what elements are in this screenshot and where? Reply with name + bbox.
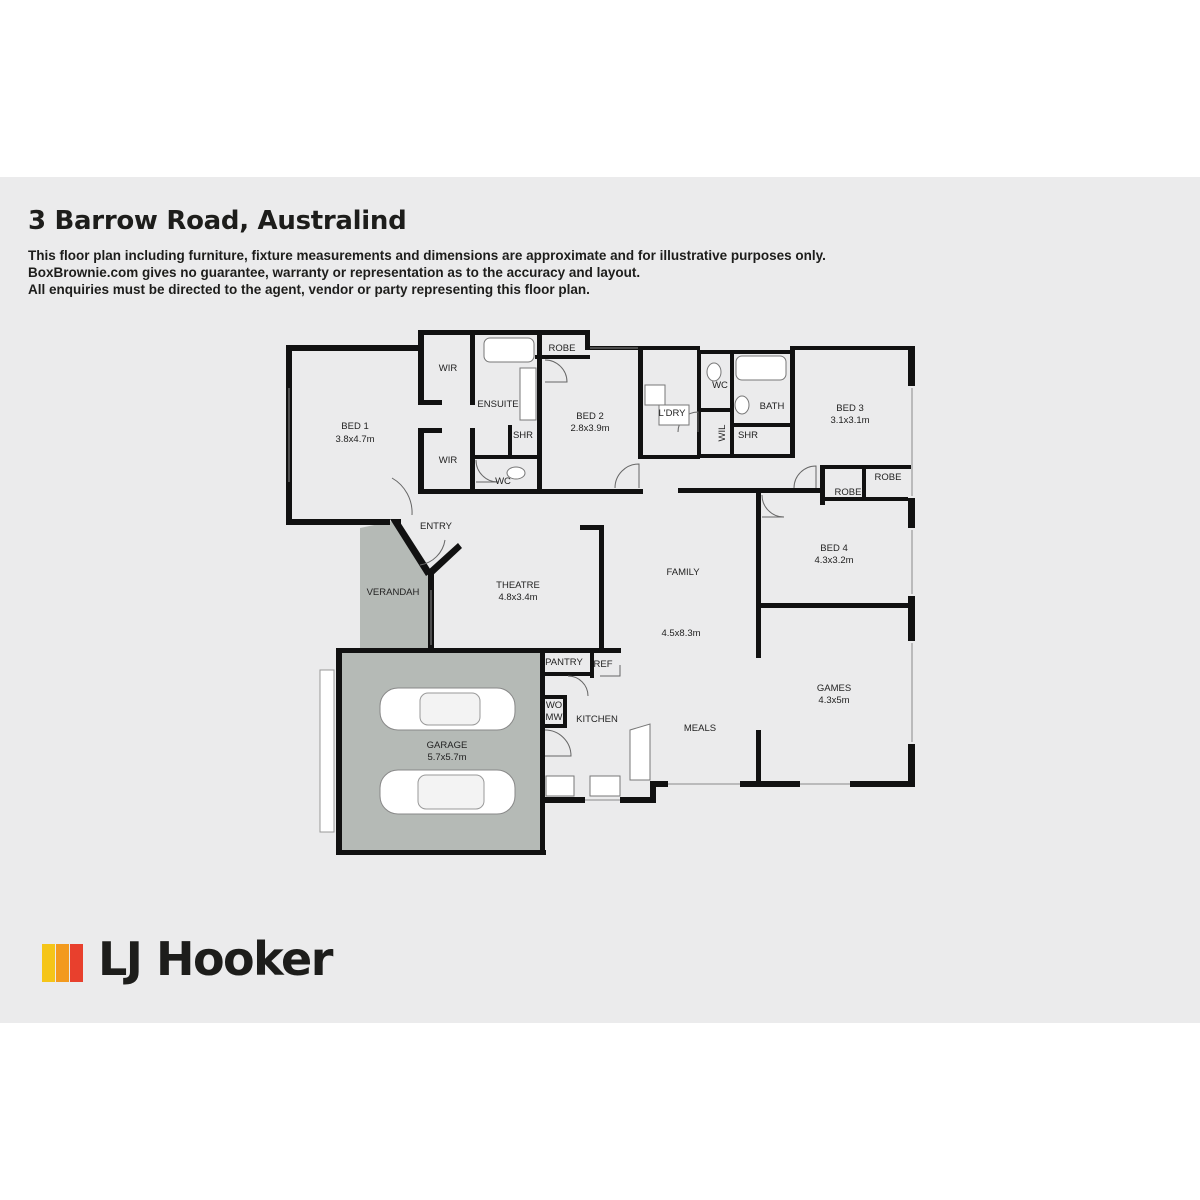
- room-garage-size: 5.7x5.7m: [427, 752, 466, 763]
- car-1-icon: [379, 687, 516, 731]
- room-bed4-size: 4.3x3.2m: [814, 555, 853, 566]
- room-robe-b-name: ROBE: [835, 487, 862, 498]
- room-shr-main-name: SHR: [738, 430, 758, 441]
- room-theatre-name: THEATRE: [496, 580, 540, 591]
- room-wir-top-name: WIR: [439, 363, 458, 374]
- room-mw-name: MW: [546, 712, 563, 723]
- room-family-size: 4.5x8.3m: [661, 628, 700, 639]
- room-wir-bottom-name: WIR: [439, 455, 458, 466]
- brand-name: LJ Hooker: [98, 932, 333, 986]
- room-pantry-name: PANTRY: [545, 657, 583, 668]
- room-games-name: GAMES: [817, 683, 851, 694]
- room-wil-name: WIL: [717, 425, 728, 442]
- logo-stripe-red: [70, 944, 83, 982]
- room-meals-name: MEALS: [684, 723, 716, 734]
- logo-stripe-yellow: [42, 944, 55, 982]
- room-bed2-size: 2.8x3.9m: [570, 423, 609, 434]
- room-bed1-name: BED 1: [341, 421, 368, 432]
- disclaimer-line-3: All enquiries must be directed to the ag…: [28, 282, 590, 297]
- room-bed3-name: BED 3: [836, 403, 863, 414]
- disclaimer-line-1: This floor plan including furniture, fix…: [28, 248, 826, 263]
- room-theatre-size: 4.8x3.4m: [498, 592, 537, 603]
- room-kitchen-name: KITCHEN: [576, 714, 618, 725]
- room-ref-name: REF: [594, 659, 613, 670]
- verandah-area: [360, 521, 428, 650]
- windows: [288, 347, 913, 801]
- room-bed4-name: BED 4: [820, 543, 847, 554]
- car-2-icon: [379, 769, 516, 815]
- room-wc-main-name: WC: [712, 380, 728, 391]
- room-bath-name: BATH: [760, 401, 785, 412]
- room-bed1-size: 3.8x4.7m: [335, 434, 374, 445]
- logo-stripe-orange: [56, 944, 69, 982]
- room-garage-name: GARAGE: [427, 740, 468, 751]
- room-wo-name: WO: [546, 700, 562, 711]
- property-address-title: 3 Barrow Road, Australind: [28, 206, 407, 236]
- room-games-size: 4.3x5m: [818, 695, 849, 706]
- room-robe-bed2-name: ROBE: [549, 343, 576, 354]
- room-laundry-name: L'DRY: [659, 408, 687, 419]
- room-bed2-name: BED 2: [576, 411, 603, 422]
- room-bed3-size: 3.1x3.1m: [830, 415, 869, 426]
- room-wc-ensuite-name: WC: [495, 476, 511, 487]
- fixtures: [483, 337, 787, 797]
- disclaimer-line-2: BoxBrownie.com gives no guarantee, warra…: [28, 265, 641, 280]
- room-ensuite-name: ENSUITE: [477, 399, 518, 410]
- garage-door: [319, 669, 335, 833]
- room-verandah-name: VERANDAH: [367, 587, 420, 598]
- room-family-name: FAMILY: [666, 567, 700, 578]
- room-entry-name: ENTRY: [420, 521, 453, 532]
- room-robe-a-name: ROBE: [875, 472, 902, 483]
- garage-area: [340, 651, 542, 851]
- room-shr-ensuite-name: SHR: [513, 430, 533, 441]
